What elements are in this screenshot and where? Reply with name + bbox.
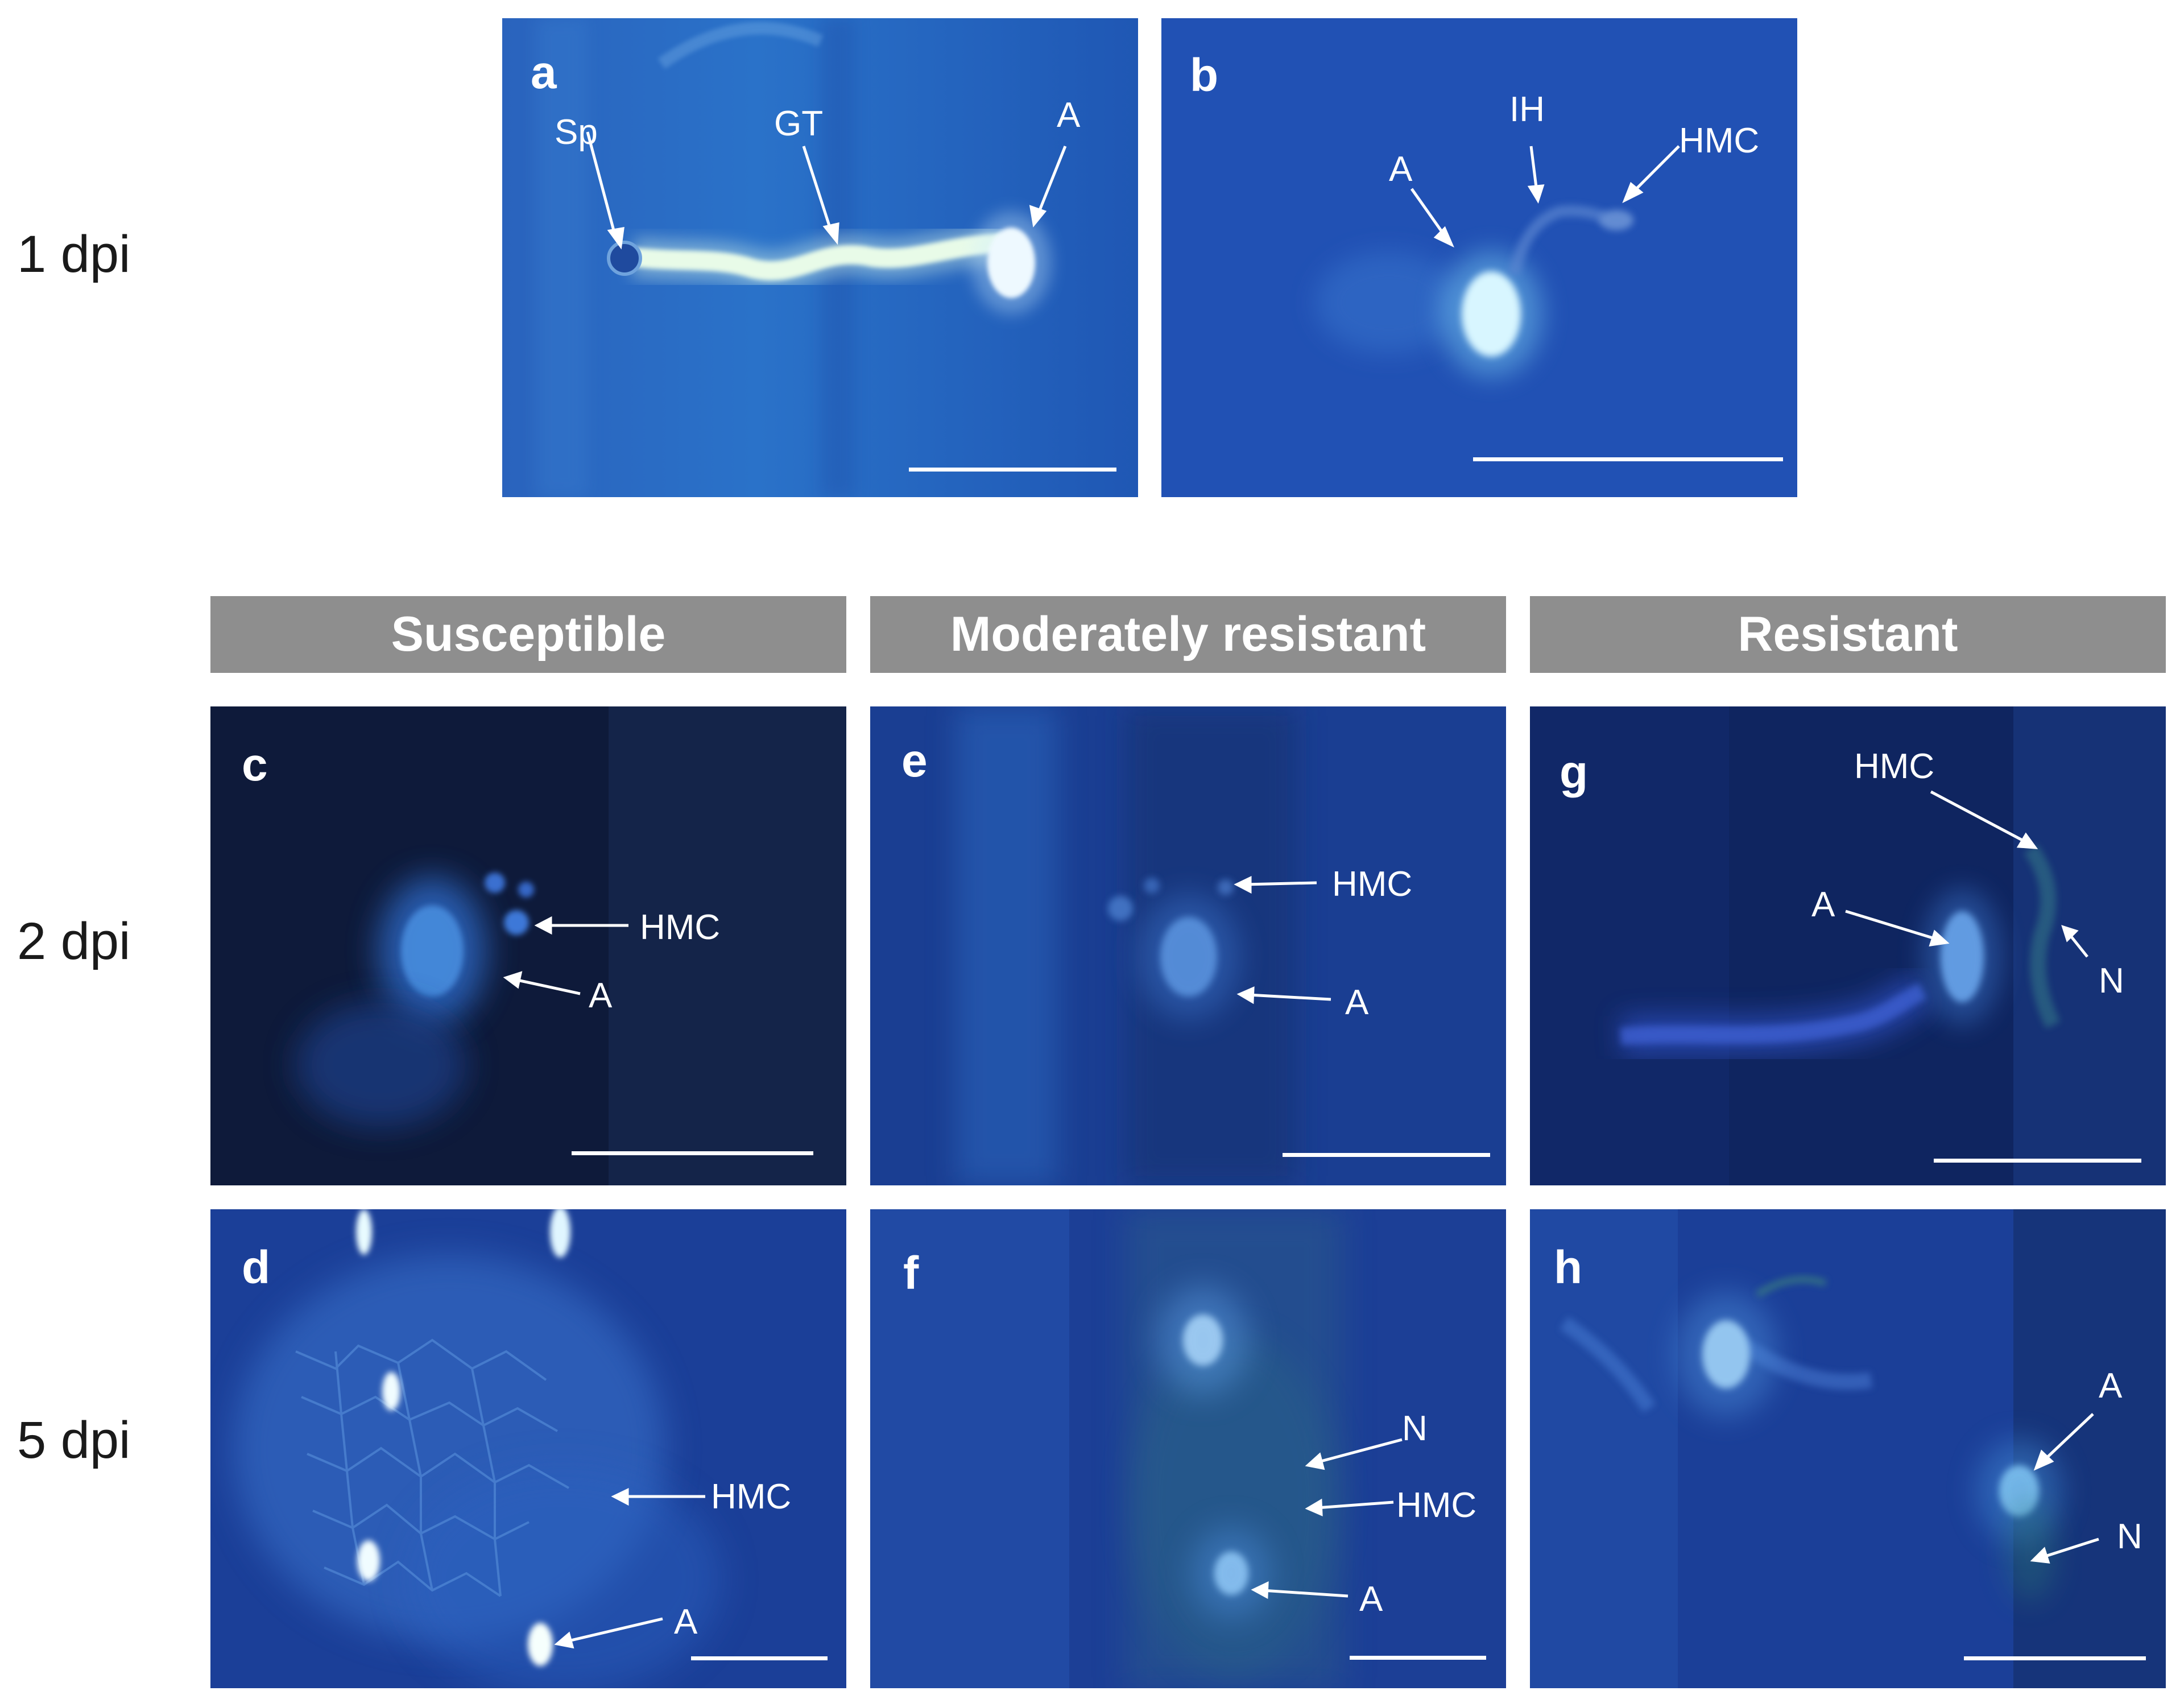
label-a: A bbox=[2099, 1366, 2123, 1406]
label-a: A bbox=[674, 1602, 698, 1642]
micrograph-f-image bbox=[870, 1209, 1506, 1688]
label-a: A bbox=[1811, 885, 1835, 924]
label-a: A bbox=[1345, 983, 1369, 1022]
scale-bar bbox=[1350, 1656, 1486, 1660]
scale-bar bbox=[1964, 1656, 2146, 1660]
column-header-resistant: Resistant bbox=[1530, 596, 2166, 673]
micrograph-panel-d: d HMC A bbox=[210, 1209, 846, 1688]
scale-bar bbox=[1283, 1153, 1490, 1157]
label-ih: IH bbox=[1509, 90, 1545, 129]
scale-bar bbox=[1934, 1159, 2141, 1163]
label-a: A bbox=[1359, 1580, 1383, 1619]
micrograph-b-image bbox=[1161, 18, 1797, 497]
scale-bar bbox=[572, 1151, 813, 1155]
label-a: A bbox=[589, 976, 613, 1015]
row-label-1dpi: 1 dpi bbox=[17, 225, 131, 283]
row-label-2dpi: 2 dpi bbox=[17, 912, 131, 970]
label-a: A bbox=[1057, 96, 1081, 135]
panel-letter-c: c bbox=[242, 739, 268, 791]
row-label-5dpi: 5 dpi bbox=[17, 1411, 131, 1469]
label-sp: Sp bbox=[555, 113, 598, 152]
panel-letter-a: a bbox=[531, 47, 557, 98]
label-a: A bbox=[1389, 150, 1413, 189]
micrograph-panel-b: b A IH HMC bbox=[1161, 18, 1797, 497]
micrograph-panel-f: f N HMC A bbox=[870, 1209, 1506, 1688]
micrograph-a-image bbox=[502, 18, 1138, 497]
panel-letter-h: h bbox=[1554, 1242, 1583, 1293]
label-hmc: HMC bbox=[1854, 747, 1935, 786]
micrograph-panel-h: h A N bbox=[1530, 1209, 2166, 1688]
label-gt: GT bbox=[774, 104, 824, 143]
label-n: N bbox=[2117, 1517, 2142, 1556]
label-hmc: HMC bbox=[1332, 865, 1413, 904]
panel-letter-d: d bbox=[242, 1242, 271, 1293]
label-hmc: HMC bbox=[640, 908, 721, 947]
label-n: N bbox=[2099, 961, 2124, 1001]
panel-letter-b: b bbox=[1190, 49, 1219, 101]
scale-bar bbox=[909, 468, 1116, 472]
micrograph-d-image bbox=[210, 1209, 846, 1688]
panel-letter-e: e bbox=[901, 735, 928, 787]
column-header-moderately-resistant: Moderately resistant bbox=[870, 596, 1506, 673]
scale-bar bbox=[691, 1656, 828, 1660]
label-hmc: HMC bbox=[711, 1477, 792, 1516]
micrograph-e-image bbox=[870, 706, 1506, 1185]
micrograph-h-image bbox=[1530, 1209, 2166, 1688]
micrograph-panel-g: g HMC A N bbox=[1530, 706, 2166, 1185]
panel-letter-g: g bbox=[1560, 746, 1589, 798]
column-header-susceptible: Susceptible bbox=[210, 596, 846, 673]
label-n: N bbox=[1402, 1409, 1428, 1448]
label-hmc: HMC bbox=[1679, 121, 1760, 160]
micrograph-panel-a: a Sp GT A bbox=[502, 18, 1138, 497]
panel-letter-f: f bbox=[903, 1247, 919, 1299]
micrograph-panel-c: c HMC A bbox=[210, 706, 846, 1185]
micrograph-c-image bbox=[210, 706, 846, 1185]
micrograph-g-image bbox=[1530, 706, 2166, 1185]
micrograph-panel-e: e HMC A bbox=[870, 706, 1506, 1185]
label-hmc: HMC bbox=[1396, 1486, 1477, 1525]
scale-bar bbox=[1473, 457, 1783, 461]
